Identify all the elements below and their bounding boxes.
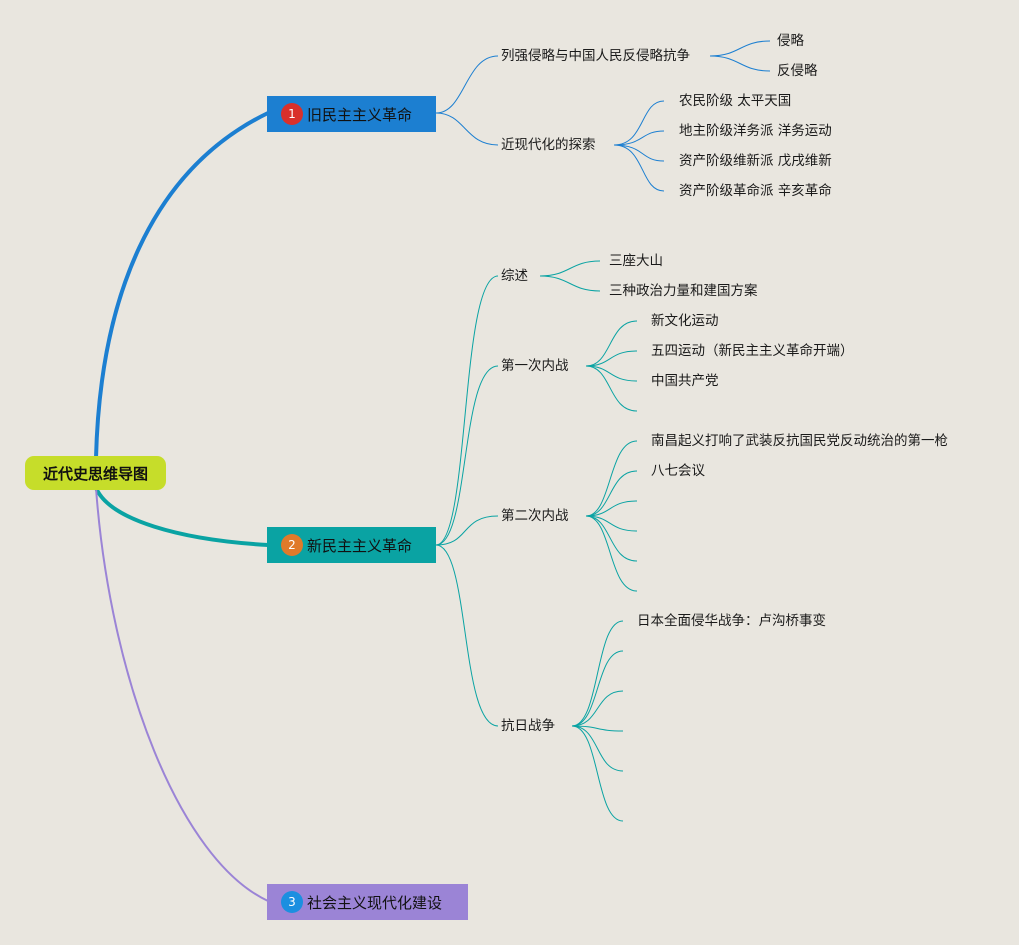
branch-socialist-modernization[interactable]: 3 社会主义现代化建设 <box>267 884 468 920</box>
connector-b2-c3 <box>435 515 499 546</box>
topic-node[interactable]: 近现代化的探索 <box>501 137 596 153</box>
connector-root-branch1 <box>94 111 269 459</box>
connector-b1c2-g1 <box>613 100 665 146</box>
connector-b2c3-g5 <box>585 515 638 562</box>
subtopic-node[interactable]: 农民阶级 太平天国 <box>679 93 792 109</box>
subtopic-node[interactable]: 地主阶级洋务派 洋务运动 <box>679 123 832 139</box>
connector-b2c4-g1 <box>571 620 624 727</box>
connector-b2c2-g1 <box>585 320 638 367</box>
connector-b2-c4 <box>435 544 499 727</box>
connector-b1c2-g3 <box>613 144 665 162</box>
connector-b2c3-g3 <box>585 500 638 517</box>
connector-b2c3-g6 <box>585 515 638 592</box>
branch-title: 新民主主义革命 <box>307 536 413 555</box>
connector-b1-c1 <box>435 55 499 114</box>
connector-root-branch3 <box>95 487 269 902</box>
subtopic-node[interactable]: 日本全面侵华战争：卢沟桥事变 <box>637 613 826 629</box>
connector-b2c4-g2 <box>571 650 624 727</box>
subtopic-node[interactable]: 五四运动（新民主主义革命开端） <box>651 343 854 359</box>
subtopic-node[interactable]: 中国共产党 <box>651 373 719 389</box>
connector-b2c4-g3 <box>571 690 624 727</box>
connector-b2c4-g4 <box>571 725 624 732</box>
connector-b1c2-g2 <box>613 130 665 146</box>
subtopic-node[interactable]: 资产阶级革命派 辛亥革命 <box>679 183 832 199</box>
connector-b1-c2 <box>435 112 499 146</box>
connector-b2c4-g6 <box>571 725 624 822</box>
connector-b2c1-g2 <box>539 275 601 292</box>
number-badge-icon: 2 <box>281 534 303 556</box>
number-badge-icon: 3 <box>281 891 303 913</box>
connector-b2c1-g1 <box>539 260 601 277</box>
branch-title: 旧民主主义革命 <box>307 105 413 124</box>
subtopic-node[interactable]: 南昌起义打响了武装反抗国民党反动统治的第一枪 <box>651 433 948 449</box>
topic-node[interactable]: 第二次内战 <box>501 508 569 524</box>
branch-old-democratic-revolution[interactable]: 1 旧民主主义革命 <box>267 96 436 132</box>
connector-b2c2-g3 <box>585 365 638 382</box>
connector-root-branch2 <box>94 487 269 547</box>
root-node[interactable]: 近代史思维导图 <box>25 456 166 490</box>
subtopic-node[interactable]: 资产阶级维新派 戊戌维新 <box>679 153 832 169</box>
connector-b2c3-g2 <box>585 470 638 517</box>
topic-node[interactable]: 列强侵略与中国人民反侵略抗争 <box>501 48 690 64</box>
branch-new-democratic-revolution[interactable]: 2 新民主主义革命 <box>267 527 436 563</box>
subtopic-node[interactable]: 新文化运动 <box>651 313 719 329</box>
subtopic-node[interactable]: 三种政治力量和建国方案 <box>609 283 758 299</box>
connector-b2c3-g1 <box>585 440 638 517</box>
connector-b1c1-g2 <box>709 55 771 72</box>
topic-node[interactable]: 综述 <box>501 268 528 284</box>
connector-b2c2-g4 <box>585 365 638 412</box>
connector-b2c4-g5 <box>571 725 624 772</box>
connector-b2c2-g2 <box>585 350 638 367</box>
subtopic-node[interactable]: 三座大山 <box>609 253 663 269</box>
number-badge-icon: 1 <box>281 103 303 125</box>
subtopic-node[interactable]: 反侵略 <box>777 63 818 79</box>
connector-b1c1-g1 <box>709 40 771 57</box>
topic-node[interactable]: 抗日战争 <box>501 718 555 734</box>
topic-node[interactable]: 第一次内战 <box>501 358 569 374</box>
connector-b2c3-g4 <box>585 515 638 532</box>
branch-title: 社会主义现代化建设 <box>307 893 443 912</box>
subtopic-node[interactable]: 侵略 <box>777 33 804 49</box>
connector-b2-c1 <box>435 275 499 546</box>
connector-b2-c2 <box>435 365 499 546</box>
subtopic-node[interactable]: 八七会议 <box>651 463 705 479</box>
connector-b1c2-g4 <box>613 144 665 192</box>
